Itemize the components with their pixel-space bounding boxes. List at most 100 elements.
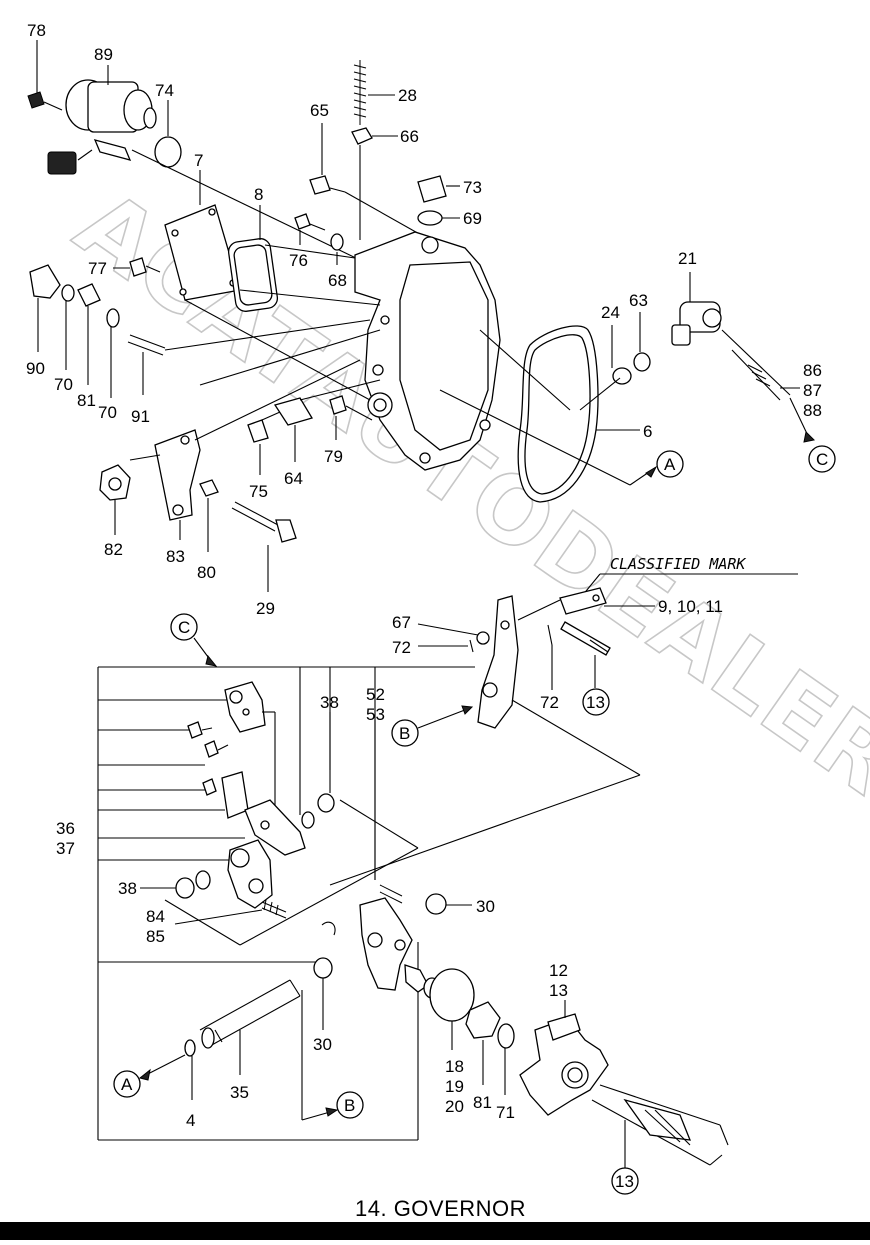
label-74: 74 xyxy=(155,81,174,100)
part-4-ring xyxy=(184,1039,196,1057)
callout-b-bottom xyxy=(336,1091,364,1119)
callout-c-top-label: C xyxy=(816,450,828,469)
label-18: 18 xyxy=(445,1057,464,1076)
part-6-gasket xyxy=(517,325,640,503)
label-9-11: 9, 10, 11 xyxy=(658,597,723,616)
callout-a-top-label: A xyxy=(664,455,676,474)
part-66-nut xyxy=(351,127,373,145)
label-66: 66 xyxy=(400,127,419,146)
part-drive-shaft xyxy=(591,1084,729,1168)
label-85: 85 xyxy=(146,927,165,946)
part-21-fitting xyxy=(671,272,722,346)
part-69-washer xyxy=(417,210,443,226)
part-81-nut-bottom xyxy=(465,1001,501,1039)
label-28: 28 xyxy=(398,86,417,105)
label-30b: 30 xyxy=(313,1035,332,1054)
part-70-washer-b xyxy=(106,308,120,328)
label-88: 88 xyxy=(803,401,822,420)
part-main-lever-lower xyxy=(321,897,413,991)
part-35-shaft xyxy=(199,979,301,1075)
label-38b: 38 xyxy=(118,879,137,898)
classified-mark-label: CLASSIFIED MARK xyxy=(610,555,746,573)
label-70b: 70 xyxy=(98,403,117,422)
label-36: 36 xyxy=(56,819,75,838)
callout-13-upper xyxy=(582,688,610,716)
part-8-seal xyxy=(227,205,279,312)
part-30-washer-b xyxy=(313,957,333,979)
label-20: 20 xyxy=(445,1097,464,1116)
label-63: 63 xyxy=(629,291,648,310)
part-link-block xyxy=(244,799,315,856)
label-75: 75 xyxy=(249,482,268,501)
label-6: 6 xyxy=(643,422,652,441)
part-70-washer xyxy=(61,284,75,302)
part-82-flange-nut xyxy=(99,464,131,535)
callout-c-bottom-label: C xyxy=(178,618,190,637)
label-84: 84 xyxy=(146,907,165,926)
label-69: 69 xyxy=(463,209,482,228)
part-29-bolt xyxy=(231,501,297,592)
callout-b-upper-label: B xyxy=(399,724,410,743)
label-77: 77 xyxy=(88,259,107,278)
label-72a: 72 xyxy=(392,638,411,657)
part-38-spacer xyxy=(317,793,335,813)
label-71: 71 xyxy=(496,1103,515,1122)
callout-c-bottom xyxy=(170,613,198,641)
callout-13-upper-label: 13 xyxy=(586,693,605,712)
label-21: 21 xyxy=(678,249,697,268)
part-71-washer xyxy=(497,1023,515,1049)
part-86-88-pin xyxy=(721,329,816,443)
part-plate-small xyxy=(221,771,249,819)
label-86: 86 xyxy=(803,361,822,380)
callout-13-lower-label: 13 xyxy=(615,1172,634,1191)
callout-a-bottom xyxy=(113,1070,141,1098)
label-30a: 30 xyxy=(476,897,495,916)
label-76: 76 xyxy=(289,251,308,270)
label-29: 29 xyxy=(256,599,275,618)
callout-a-bottom-label: A xyxy=(121,1075,133,1094)
label-38a: 38 xyxy=(320,693,339,712)
part-91-stud xyxy=(127,319,371,395)
label-24: 24 xyxy=(601,303,620,322)
label-12: 12 xyxy=(549,961,568,980)
part-84-85-spring xyxy=(174,899,287,925)
label-83: 83 xyxy=(166,547,185,566)
callout-b-upper xyxy=(391,719,419,747)
part-9-11-lever xyxy=(559,587,655,615)
label-81b: 81 xyxy=(473,1093,492,1112)
callout-b-bottom-label: B xyxy=(344,1096,355,1115)
label-53: 53 xyxy=(366,705,385,724)
part-81-nut xyxy=(77,283,101,307)
part-lever-plate xyxy=(477,595,641,776)
label-87: 87 xyxy=(803,381,822,400)
part-79-bolt xyxy=(299,379,381,440)
diagram-title: 14. GOVERNOR xyxy=(355,1196,526,1221)
part-12-13-flyweight xyxy=(519,1000,609,1116)
part-18-20-weight xyxy=(404,964,475,1050)
part-76-bolt xyxy=(294,213,326,245)
part-73-plug xyxy=(417,175,460,203)
part-small-screw-1 xyxy=(187,721,213,739)
label-67: 67 xyxy=(392,613,411,632)
part-13-link-upper xyxy=(560,621,611,688)
part-77-bolt xyxy=(113,257,161,277)
part-64-clip xyxy=(273,397,313,462)
label-4: 4 xyxy=(186,1111,195,1130)
part-28-spring xyxy=(353,60,395,125)
part-90-cap-nut xyxy=(29,264,61,299)
label-89: 89 xyxy=(94,45,113,64)
part-38-washer xyxy=(175,877,195,899)
label-65: 65 xyxy=(310,101,329,120)
label-13: 13 xyxy=(549,981,568,1000)
part-89-solenoid xyxy=(47,65,157,175)
part-83-bracket xyxy=(129,359,361,540)
label-19: 19 xyxy=(445,1077,464,1096)
label-68: 68 xyxy=(328,271,347,290)
label-91: 91 xyxy=(131,407,150,426)
part-78-bolt xyxy=(27,40,63,111)
part-52-53-spring xyxy=(374,720,403,904)
label-73: 73 xyxy=(463,178,482,197)
callout-13-lower xyxy=(611,1167,639,1195)
